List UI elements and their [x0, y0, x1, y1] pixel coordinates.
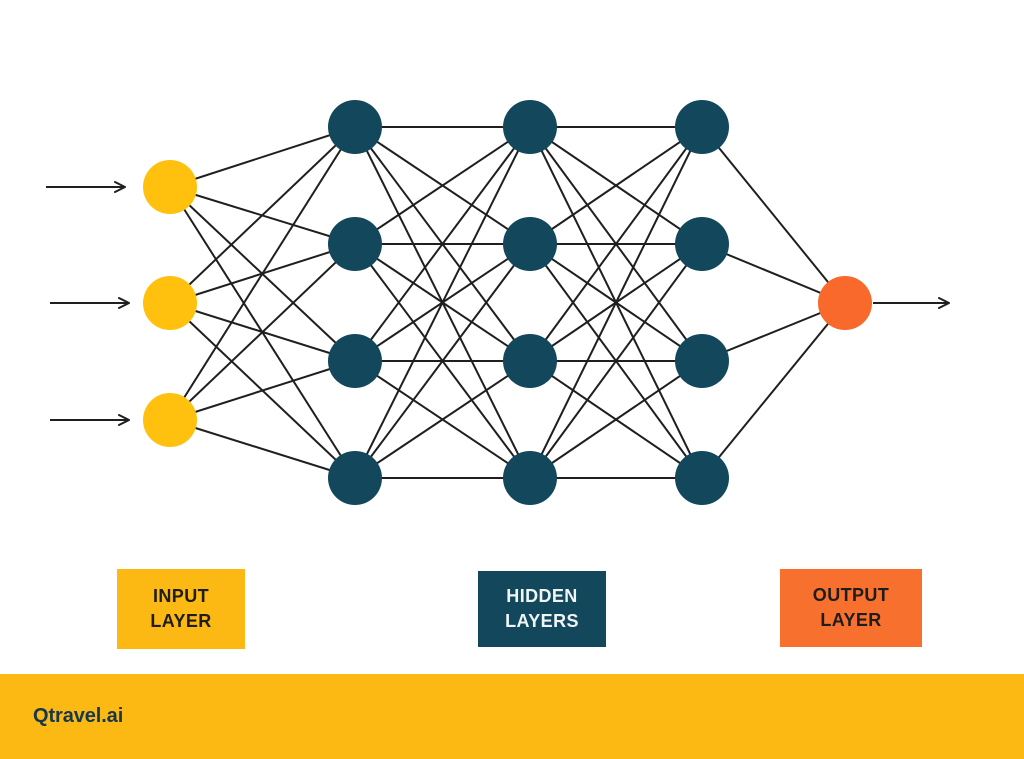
hidden-node: [675, 100, 729, 154]
edge-line: [169, 243, 356, 421]
hidden-node: [328, 217, 382, 271]
edge-line: [354, 126, 531, 245]
edge-line: [354, 126, 531, 479]
edge-line: [169, 126, 356, 304]
input-layer-label-line2: LAYER: [150, 611, 212, 631]
input-node: [143, 393, 197, 447]
hidden-layers-label-line1: HIDDEN: [506, 586, 578, 606]
output-layer-label-line1: OUTPUT: [812, 585, 890, 605]
hidden-node: [328, 451, 382, 505]
hidden-node: [328, 100, 382, 154]
output-layer-label-line2: LAYER: [820, 610, 882, 630]
edge-line: [354, 360, 531, 479]
edge-line: [354, 126, 531, 362]
hidden-layers-label-line2: LAYERS: [505, 611, 579, 631]
brand-logo: Qtravel.ai: [33, 705, 124, 727]
edge-line: [354, 243, 531, 479]
edge-line: [529, 126, 703, 245]
hidden-node: [675, 217, 729, 271]
edge-line: [529, 126, 703, 362]
input-node: [143, 276, 197, 330]
input-node: [143, 160, 197, 214]
neural-network-diagram: [46, 100, 950, 505]
edge-line: [529, 243, 703, 479]
hidden-node: [503, 334, 557, 388]
hidden-node: [503, 100, 557, 154]
hidden-node: [675, 334, 729, 388]
edge-line: [529, 126, 703, 479]
edge-line: [169, 360, 356, 421]
input-layer-label-line1: INPUT: [153, 586, 209, 606]
hidden-node: [503, 217, 557, 271]
input-layer-label: INPUT LAYER: [117, 569, 245, 649]
edge-line: [169, 126, 356, 421]
edge-line: [701, 126, 846, 304]
footer-bar: Qtravel.ai: [0, 674, 1024, 759]
edge-line: [701, 302, 846, 479]
hidden-node: [503, 451, 557, 505]
hidden-node: [328, 334, 382, 388]
edge-line: [529, 360, 703, 479]
output-layer-label: OUTPUT LAYER: [780, 569, 922, 647]
edge-line: [169, 419, 356, 479]
hidden-node: [675, 451, 729, 505]
edge-line: [169, 126, 356, 188]
output-node: [818, 276, 872, 330]
hidden-layers-label: HIDDEN LAYERS: [478, 571, 606, 647]
